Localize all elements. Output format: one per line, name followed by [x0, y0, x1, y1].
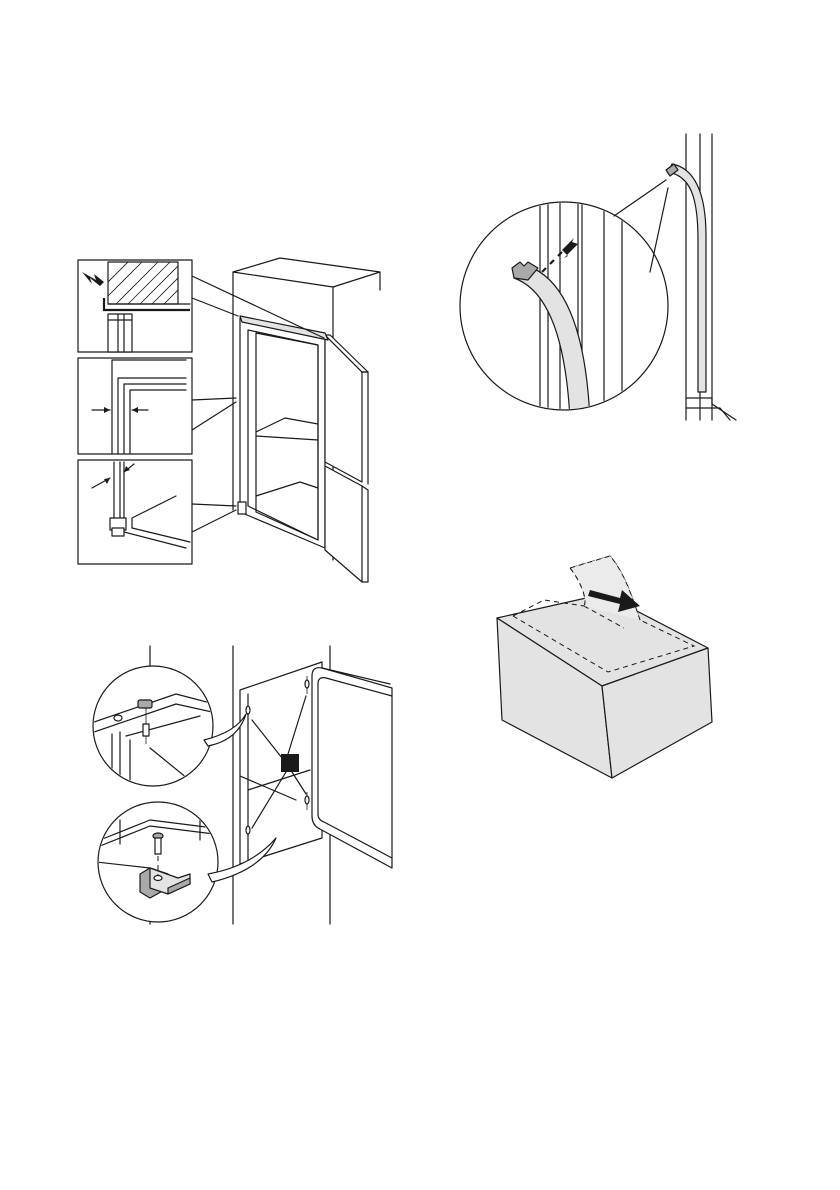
- box-object: [497, 594, 712, 778]
